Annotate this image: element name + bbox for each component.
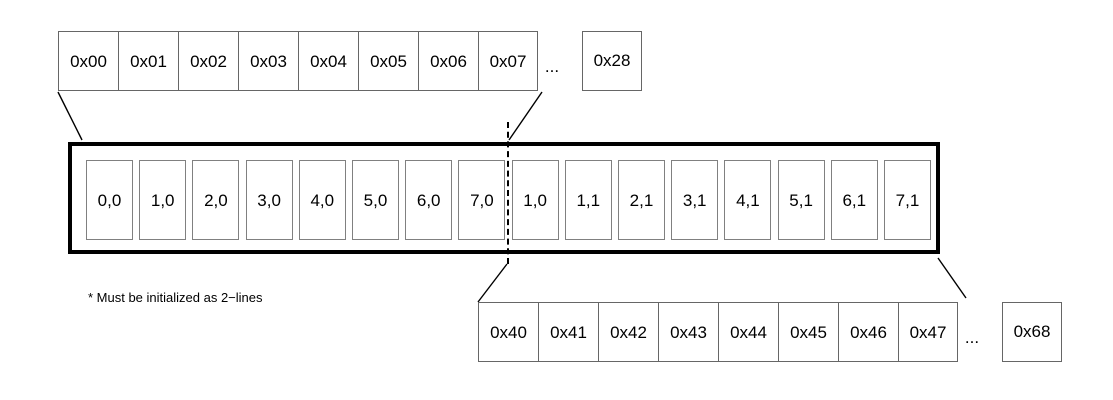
address-cell[interactable]: 0x06 [418, 31, 478, 91]
cache-line-cell[interactable]: 5,0 [352, 160, 399, 240]
address-cell-tail[interactable]: 0x68 [1002, 302, 1062, 362]
address-cell[interactable]: 0x42 [598, 302, 658, 362]
cache-line-cell[interactable]: 2,1 [618, 160, 665, 240]
leader-line-top-right [508, 91, 543, 141]
address-cell[interactable]: 0x47 [898, 302, 958, 362]
cache-line-cell[interactable]: 0,0 [86, 160, 133, 240]
cache-line-cell[interactable]: 1,1 [564, 160, 612, 240]
cache-line-cell[interactable]: 2,0 [192, 160, 240, 240]
cache-line-cell[interactable]: 6,0 [405, 160, 453, 240]
address-cell[interactable]: 0x43 [658, 302, 718, 362]
spacer [986, 302, 1002, 362]
address-cell[interactable]: 0x02 [178, 31, 238, 91]
leader-line-bottom-right [937, 257, 967, 299]
cache-line-cell[interactable]: 6,1 [830, 160, 878, 240]
address-range-ellipsis: ... [964, 328, 980, 347]
leader-line-bottom-left [477, 263, 508, 303]
cache-line-cell[interactable]: 5,1 [777, 160, 825, 240]
address-cell[interactable]: 0x45 [778, 302, 838, 362]
address-cell[interactable]: 0x07 [478, 31, 538, 91]
address-cell[interactable]: 0x03 [238, 31, 298, 91]
footnote-text: * Must be initialized as 2−lines [88, 290, 263, 305]
cache-line-cell[interactable]: 1,0 [139, 160, 187, 240]
cache-line-cell[interactable]: 7,1 [884, 160, 931, 240]
line-half-divider [507, 122, 509, 264]
address-cell[interactable]: 0x01 [118, 31, 178, 91]
cache-line-cell[interactable]: 4,0 [298, 160, 346, 240]
cache-line-cell[interactable]: 3,1 [671, 160, 719, 240]
address-cell[interactable]: 0x04 [298, 31, 358, 91]
address-cell[interactable]: 0x46 [838, 302, 898, 362]
cache-line-cell[interactable]: 3,0 [245, 160, 293, 240]
address-cell[interactable]: 0x05 [358, 31, 418, 91]
address-cell[interactable]: 0x40 [478, 302, 538, 362]
cache-line-cell[interactable]: 1,0 [511, 160, 559, 240]
address-cell-tail[interactable]: 0x28 [582, 31, 642, 91]
cache-line-cell[interactable]: 4,1 [724, 160, 772, 240]
cache-line-cell[interactable]: 7,0 [458, 160, 506, 240]
address-cell[interactable]: 0x00 [58, 31, 118, 91]
address-cell[interactable]: 0x44 [718, 302, 778, 362]
address-cell[interactable]: 0x41 [538, 302, 598, 362]
address-range-ellipsis: ... [544, 57, 560, 76]
leader-line-top-left [57, 91, 83, 141]
